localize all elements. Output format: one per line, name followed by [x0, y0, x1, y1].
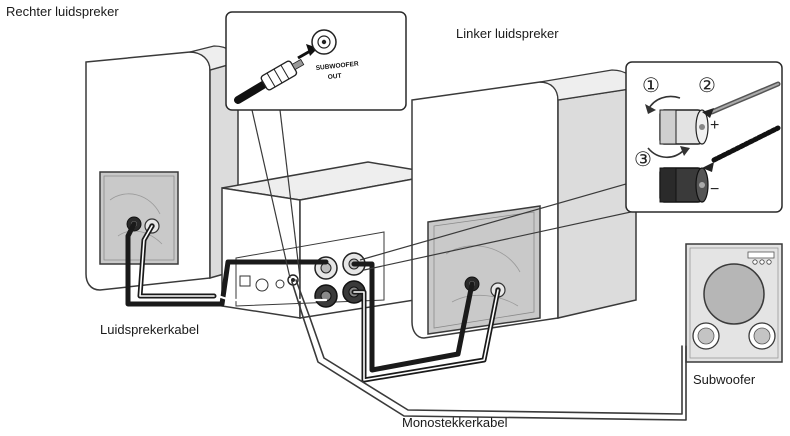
callout-wire-minus: [711, 125, 781, 163]
jack-label-line2: OUT: [327, 73, 341, 81]
step-2-marker: ②: [698, 73, 716, 97]
callout-terminal-minus: [659, 167, 709, 203]
aux-port: [255, 278, 269, 292]
plus-sign: +: [710, 117, 719, 134]
unit-speaker-terminal-right-minus: [314, 284, 338, 308]
tighten-arrow: [647, 147, 685, 159]
subwoofer-label: Subwoofer: [693, 372, 756, 387]
minus-sign: −: [710, 181, 719, 198]
right-speaker-terminal-panel: [99, 171, 179, 265]
jack-label-line1: SUBWOOFER: [315, 61, 359, 72]
step-3-marker: ③: [634, 147, 652, 171]
terminal-steps-callout: ① ② ③ + −: [625, 61, 783, 213]
right-speaker-label: Rechter luidspreker: [6, 4, 119, 19]
speaker-cable-right: [125, 221, 329, 307]
optical-port: [239, 275, 251, 287]
speaker-cable-label: Luidsprekerkabel: [100, 322, 200, 337]
left-speaker-label: Linker luidspreker: [456, 26, 559, 41]
subwoofer-unit: [685, 243, 783, 363]
mono-plug-cable: [291, 279, 687, 421]
mono-plug-cable-label: Monostekkerkabel: [402, 415, 508, 430]
step-1-marker: ①: [642, 73, 660, 97]
main-unit: [221, 161, 441, 319]
left-speaker: [411, 69, 637, 339]
speaker-cable-left: [351, 261, 501, 383]
subwoofer-out-callout: SUBWOOFER OUT: [225, 11, 407, 111]
callout-beams: [251, 109, 641, 279]
left-speaker-terminal-panel: [427, 205, 541, 335]
right-speaker: [85, 45, 239, 291]
callout-terminal-plus: [659, 109, 709, 145]
subwoofer-driver: [703, 263, 765, 325]
